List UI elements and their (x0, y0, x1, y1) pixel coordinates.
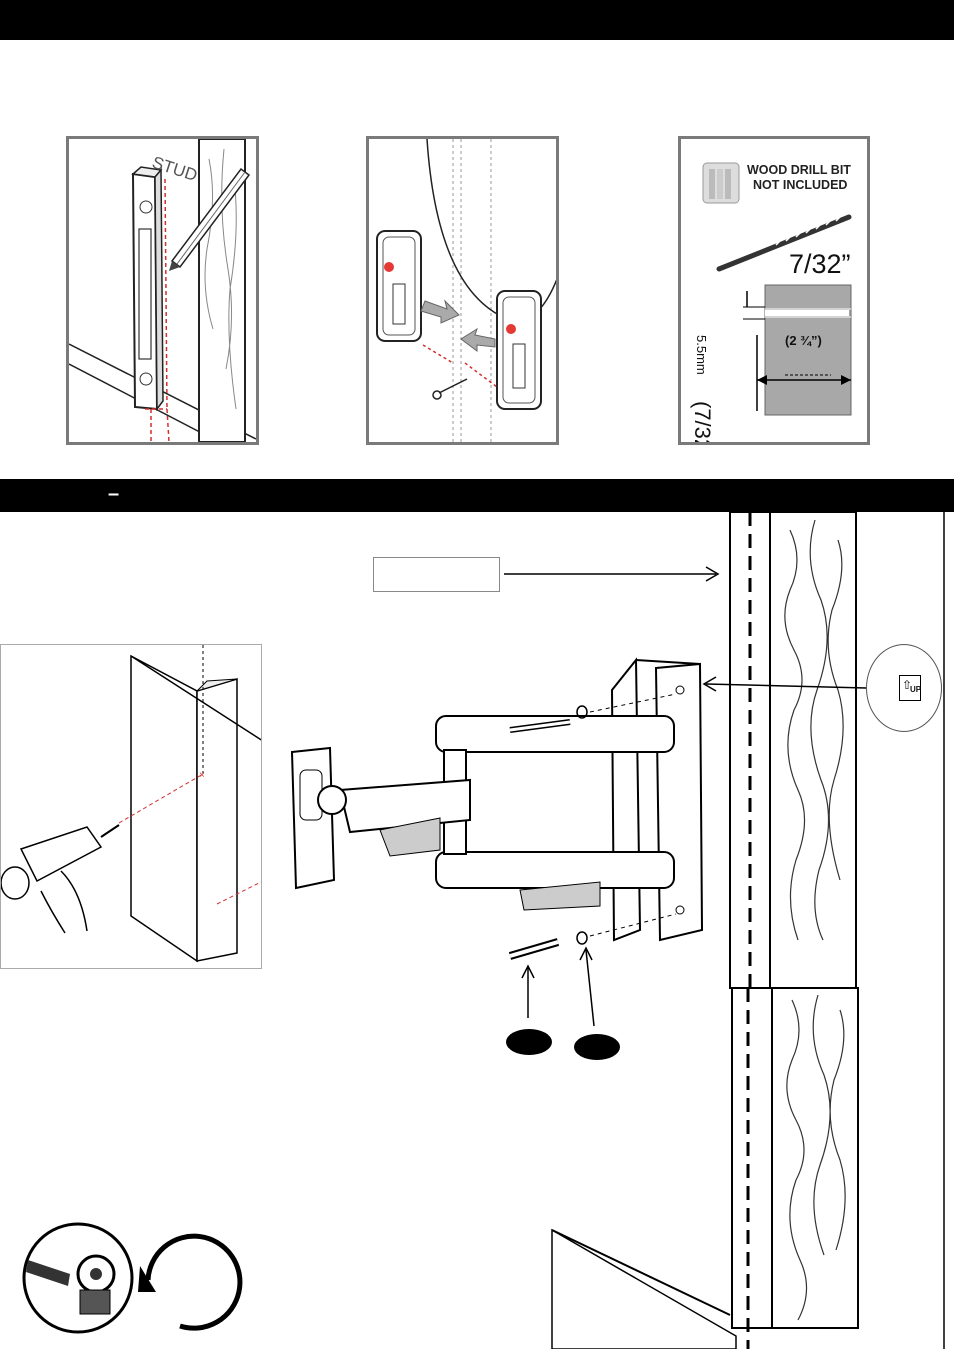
drill-spec-graphics (702, 162, 852, 416)
hole-depth: (2 ¾”) (785, 333, 822, 348)
socket-wrench-icon (22, 1222, 134, 1334)
drill-bit-icon (716, 214, 852, 272)
up-arrow-icon: ⇧ UP (899, 675, 921, 701)
header-bar-step: – (0, 479, 954, 512)
up-label: UP (910, 685, 922, 694)
header-dash: – (108, 483, 120, 505)
callout-label-box (373, 557, 500, 592)
stud-edges-illustration (376, 139, 556, 442)
hole-diameter-in: (7/32”) (690, 401, 715, 445)
rotate-clockwise-icon (138, 1233, 243, 1331)
lag-bolt-bottom (508, 913, 677, 960)
wall-plate (610, 657, 704, 942)
drill-bit-note-line1: WOOD DRILL BIT (747, 163, 851, 177)
lag-bolt-top (509, 693, 677, 733)
svg-text:×: × (199, 770, 205, 781)
panel-drill-pilot-hole: × (0, 644, 262, 969)
stud-finder-icon (131, 166, 164, 412)
wall-stud (551, 512, 945, 1349)
hole-diameter-mm: 5.5mm (694, 335, 709, 375)
power-drill-icon (1, 824, 120, 934)
panel-locate-stud: STUD (66, 136, 259, 445)
drill-pilot-hole-illustration: × (1, 645, 261, 963)
bolt-callout-badge (506, 1029, 552, 1055)
stud-finder-left-icon (376, 230, 422, 342)
stud-finder-right-icon (496, 290, 542, 410)
articulating-arm (338, 715, 675, 911)
mount-illustration (290, 512, 945, 1349)
drill-bit-note-line2: NOT INCLUDED (753, 178, 848, 192)
drill-bit-box-icon (702, 162, 740, 204)
tighten-instruction (22, 1222, 243, 1334)
stud-finder-illustration: STUD (69, 139, 256, 442)
tv-bracket (290, 746, 347, 890)
washer-callout-badge (574, 1034, 620, 1060)
up-orientation-callout: ⇧ UP (866, 644, 942, 732)
wood-cross-section (764, 284, 852, 416)
panel-drill-bit-spec: WOOD DRILL BIT NOT INCLUDED 7/32” (7/32”… (678, 136, 870, 445)
panel-find-stud-edges (366, 136, 559, 445)
header-bar-top (0, 0, 954, 40)
pencil-icon (169, 167, 251, 271)
bit-size: 7/32” (789, 249, 851, 279)
